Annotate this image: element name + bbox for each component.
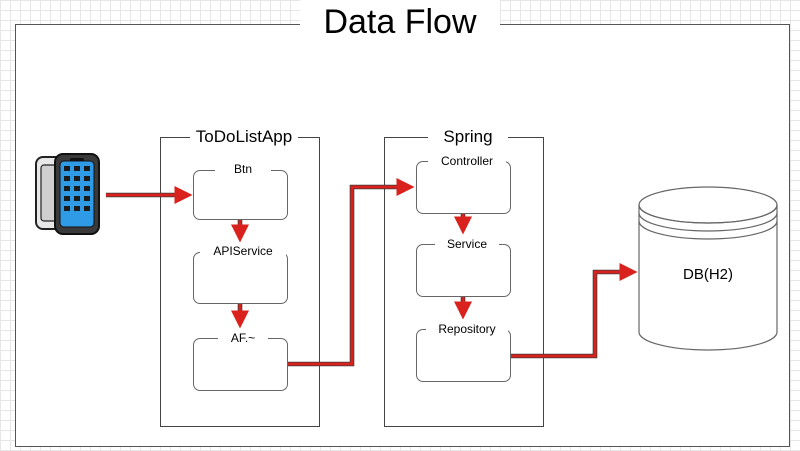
node-label-btn: Btn xyxy=(215,162,271,176)
node-label-repository: Repository xyxy=(426,322,508,336)
group-label-todolistapp: ToDoListApp xyxy=(190,127,298,147)
node-repository xyxy=(416,329,511,382)
db-label: DB(H2) xyxy=(682,266,733,283)
diagram-title: Data Flow xyxy=(300,0,500,44)
node-label-controller: Controller xyxy=(428,154,506,168)
node-af xyxy=(193,338,288,391)
node-controller xyxy=(416,161,511,214)
group-label-spring: Spring xyxy=(428,127,508,147)
node-label-service: Service xyxy=(435,237,499,251)
database-cylinder xyxy=(638,186,778,351)
smartphone-icon xyxy=(35,153,100,235)
node-service xyxy=(416,244,511,297)
node-label-af: AF.~ xyxy=(218,331,268,345)
node-label-apiservice: APIService xyxy=(200,244,286,258)
